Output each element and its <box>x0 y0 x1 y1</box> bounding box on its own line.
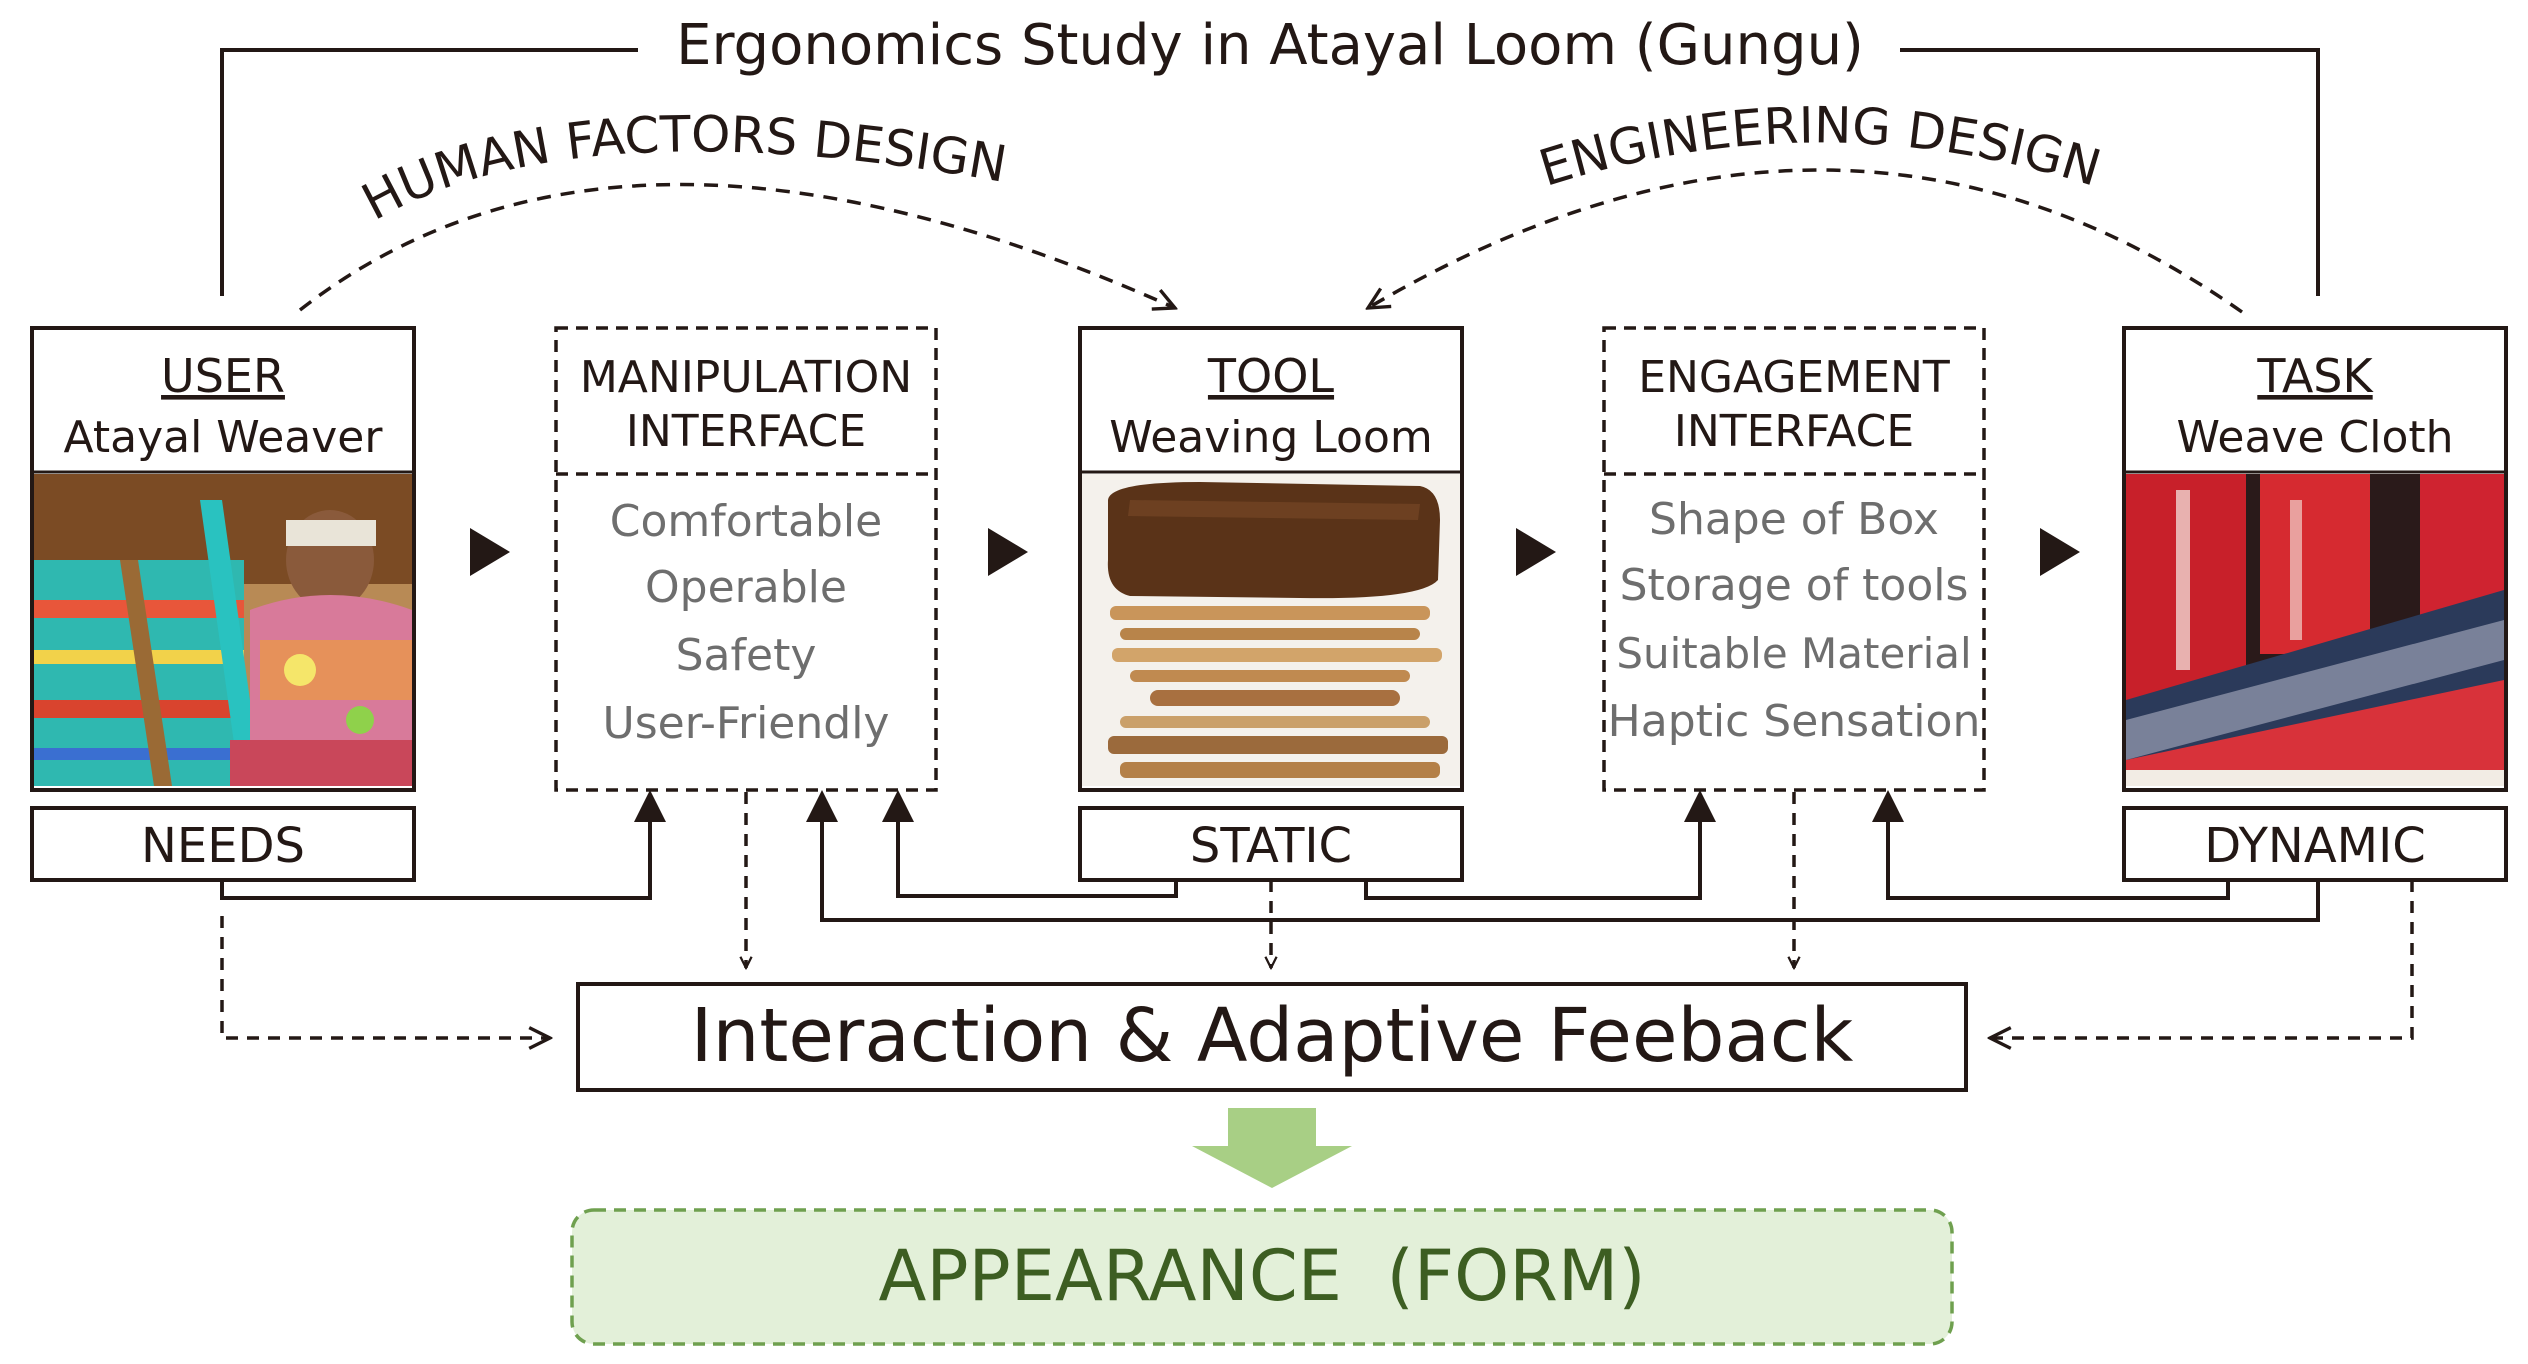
flow-arrows <box>470 528 2080 576</box>
solid-connectors <box>220 820 2320 922</box>
user-subtitle: Atayal Weaver <box>64 412 384 463</box>
engagement-item: Suitable Material <box>1616 629 1971 678</box>
engineering-design-label: ENGINEERING DESIGN <box>1533 96 2108 197</box>
diagram-title: Ergonomics Study in Atayal Loom (Gungu) <box>676 13 1864 78</box>
user-box: USER Atayal Weaver <box>30 326 416 792</box>
flow-arrow-3 <box>1516 528 1556 576</box>
task-subtitle: Weave Cloth <box>2176 412 2453 463</box>
dashed-connectors <box>220 792 2414 1038</box>
interaction-feedback-label: Interaction & Adaptive Feeback <box>691 993 1854 1079</box>
cloth-photo-icon <box>2126 474 2504 786</box>
tool-subtitle: Weaving Loom <box>1109 412 1432 463</box>
flow-arrow-2 <box>988 528 1028 576</box>
connector-arrowheads <box>634 790 1904 822</box>
loom-photo-icon <box>1082 474 1460 786</box>
tool-heading: TOOL <box>1207 349 1335 403</box>
task-dynamic-label: DYNAMIC <box>2204 818 2425 874</box>
engineering-design-arc <box>1368 168 2244 314</box>
manipulation-item: User-Friendly <box>603 698 890 749</box>
flow-arrow-4 <box>2040 528 2080 576</box>
user-needs-label: NEEDS <box>141 818 305 874</box>
manipulation-title-line1: MANIPULATION <box>580 352 912 403</box>
task-dynamic-box: DYNAMIC <box>2122 806 2508 882</box>
appearance-label: APPEARANCE (FORM) <box>878 1235 1645 1317</box>
human-factors-arc <box>298 182 1175 312</box>
manipulation-item: Comfortable <box>610 496 882 547</box>
tool-static-box: STATIC <box>1078 806 1464 882</box>
engagement-interface-box: ENGAGEMENT INTERFACE Shape of Box Storag… <box>1602 326 1986 792</box>
manipulation-item: Operable <box>645 562 847 613</box>
user-needs-box: NEEDS <box>30 806 416 882</box>
user-heading: USER <box>161 349 285 403</box>
engagement-item: Haptic Sensation <box>1608 696 1981 747</box>
appearance-box: APPEARANCE (FORM) <box>570 1208 1954 1346</box>
manipulation-interface-box: MANIPULATION INTERFACE Comfortable Opera… <box>554 326 938 792</box>
engagement-title-line1: ENGAGEMENT <box>1638 352 1950 403</box>
title-bracket <box>220 48 2320 296</box>
green-down-arrow-icon <box>1192 1108 1352 1188</box>
engagement-item: Storage of tools <box>1620 560 1969 611</box>
task-box: TASK Weave Cloth <box>2122 326 2508 792</box>
manipulation-title-line2: INTERFACE <box>626 406 866 457</box>
flow-arrow-1 <box>470 528 510 576</box>
human-factors-design-label: HUMAN FACTORS DESIGN <box>353 105 1011 231</box>
engagement-item: Shape of Box <box>1649 494 1939 545</box>
engagement-title-line2: INTERFACE <box>1674 406 1914 457</box>
tool-box: TOOL Weaving Loom <box>1078 326 1464 792</box>
manipulation-item: Safety <box>676 630 817 681</box>
tool-static-label: STATIC <box>1190 818 1352 874</box>
weaver-photo-icon <box>34 474 412 786</box>
task-heading: TASK <box>2256 349 2374 403</box>
interaction-feedback-box: Interaction & Adaptive Feeback <box>576 982 1968 1092</box>
